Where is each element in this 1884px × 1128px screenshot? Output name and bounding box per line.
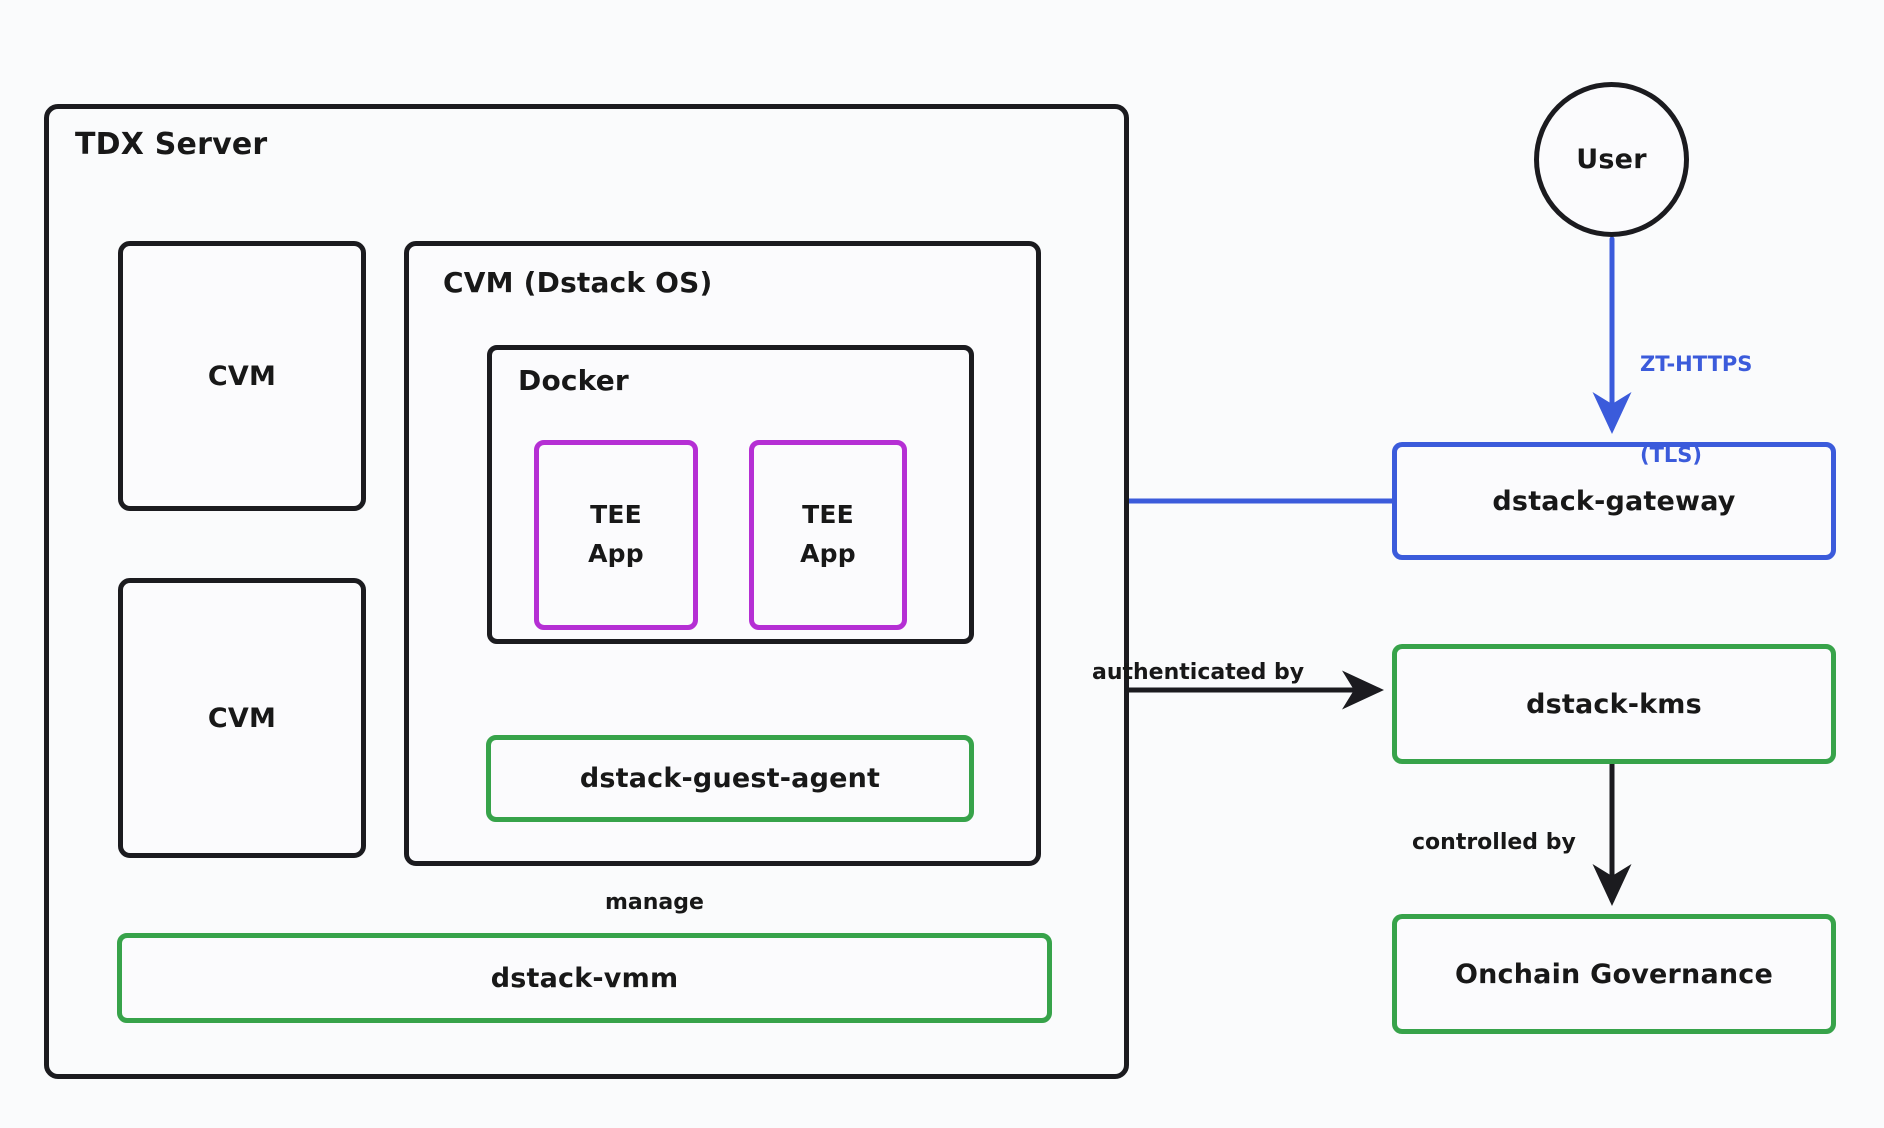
dstack-kms-label: dstack-kms	[1526, 688, 1702, 720]
tee-app-2[interactable]: TEE App	[749, 440, 907, 630]
dstack-vmm-box[interactable]: dstack-vmm	[117, 933, 1052, 1023]
cvm-box-1-label: CVM	[207, 360, 277, 392]
controlled-by-label: controlled by	[1412, 830, 1576, 855]
onchain-governance-box[interactable]: Onchain Governance	[1392, 914, 1836, 1034]
dstack-gateway-box[interactable]: dstack-gateway	[1392, 442, 1836, 560]
tee-app-2-line2: App	[800, 539, 856, 568]
authenticated-by-label: authenticated by	[1092, 660, 1305, 685]
user-node[interactable]: User	[1534, 82, 1689, 237]
zt-https-label: ZT-HTTPS (TLS)	[1640, 288, 1752, 532]
dstack-gateway-label: dstack-gateway	[1492, 485, 1736, 517]
tee-app-1[interactable]: TEE App	[534, 440, 698, 630]
onchain-governance-label: Onchain Governance	[1454, 958, 1773, 990]
tee-app-2-line1: TEE	[802, 500, 854, 530]
user-label: User	[1576, 144, 1647, 175]
cvm-box-1[interactable]: CVM	[118, 241, 366, 511]
dstack-vmm-label: dstack-vmm	[490, 962, 679, 994]
docker-title: Docker	[518, 364, 629, 397]
dstack-guest-agent-label: dstack-guest-agent	[579, 763, 881, 794]
cvm-box-2[interactable]: CVM	[118, 578, 366, 858]
manage-label: manage	[605, 890, 704, 915]
cvm-box-2-label: CVM	[207, 702, 277, 734]
zt-https-line1: ZT-HTTPS	[1640, 351, 1753, 376]
dstack-guest-agent-box[interactable]: dstack-guest-agent	[486, 735, 974, 822]
zt-https-line2: (TLS)	[1640, 443, 1703, 468]
cvm-dstack-os-title: CVM (Dstack OS)	[443, 266, 713, 299]
tdx-server-title: TDX Server	[75, 127, 268, 162]
dstack-kms-box[interactable]: dstack-kms	[1392, 644, 1836, 764]
tee-app-1-line2: App	[588, 539, 644, 568]
tee-app-1-line1: TEE	[590, 500, 642, 530]
